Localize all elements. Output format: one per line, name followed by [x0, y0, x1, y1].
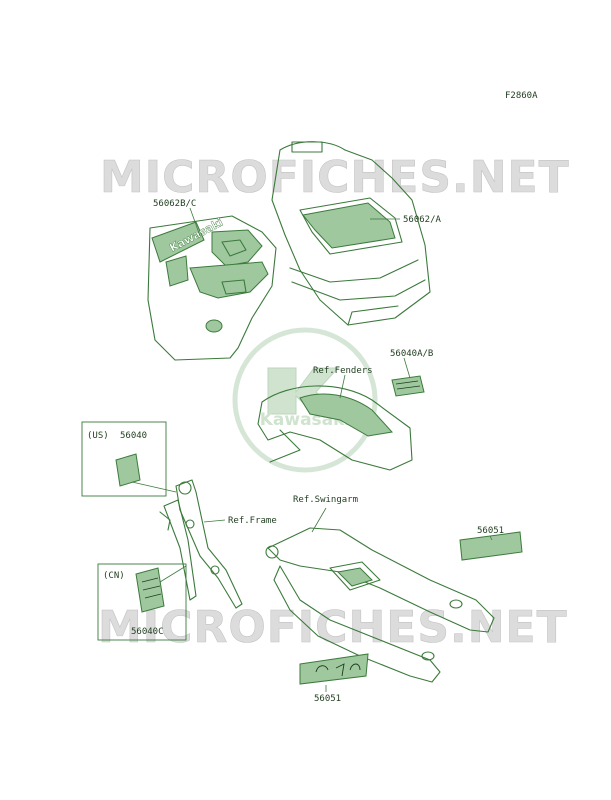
label-56062a: 56062/A — [403, 215, 442, 225]
swingarm-decal-right[interactable] — [459, 531, 523, 561]
fuel-tank-seat-part[interactable] — [271, 141, 431, 326]
kawasaki-logo-watermark: Kawasaki — [232, 327, 378, 473]
figure-code: F2860A — [505, 91, 538, 101]
label-us: (US) — [87, 431, 109, 441]
label-ref-frame: Ref.Frame — [228, 516, 277, 526]
label-56040c: 56040C — [131, 627, 164, 637]
decal-56040c[interactable] — [135, 567, 165, 613]
label-cn: (CN) — [103, 571, 125, 581]
label-ref-fenders: Ref.Fenders — [313, 366, 373, 376]
label-56040ab: 56040A/B — [390, 349, 433, 359]
frame[interactable] — [159, 479, 243, 609]
label-ref-swingarm: Ref.Swingarm — [293, 495, 358, 505]
decal-56040[interactable] — [115, 453, 141, 487]
front-fender[interactable] — [257, 385, 413, 471]
swingarm[interactable] — [265, 527, 495, 683]
cn-decal-box — [97, 563, 187, 641]
swingarm-decal-bottom[interactable] — [299, 653, 369, 685]
label-56040: 56040 — [120, 431, 147, 441]
shroud-decal-part[interactable]: Kawasaki — [147, 215, 277, 361]
label-56062bc: 56062B/C — [153, 199, 196, 209]
leader-lines — [131, 207, 493, 692]
label-56051-right: 56051 — [477, 526, 504, 536]
watermark-top: MICROFICHES.NET — [100, 152, 570, 203]
us-decal-box — [81, 421, 167, 497]
decal-56040ab[interactable] — [391, 375, 425, 397]
watermark-bottom: MICROFICHES.NET — [98, 602, 568, 653]
label-56051-bottom: 56051 — [314, 694, 341, 704]
